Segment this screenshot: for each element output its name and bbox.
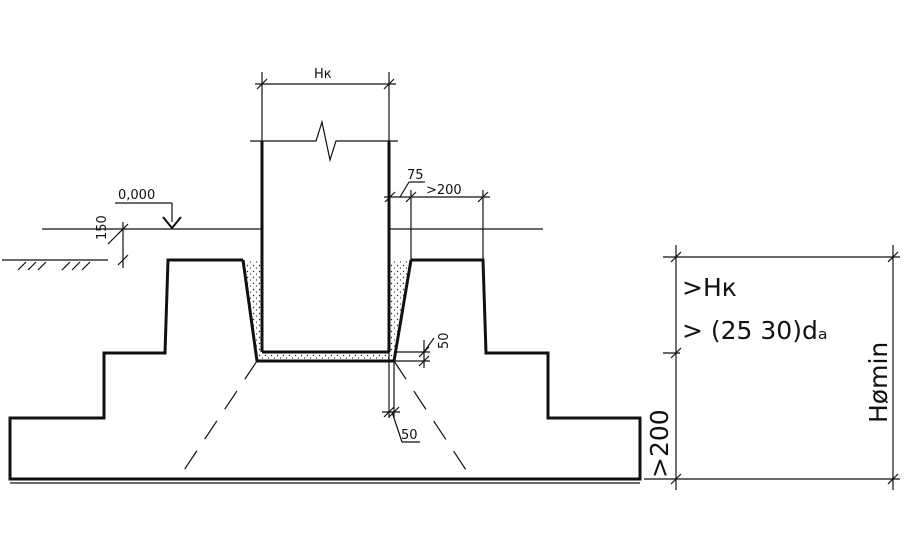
column-break-line xyxy=(250,119,398,163)
dimension-150-label: 150 xyxy=(95,215,110,240)
dimension-75-200 xyxy=(384,181,490,260)
ground-line xyxy=(2,259,108,271)
dimension-75-label: 75 xyxy=(407,168,424,183)
dimension-hk-label: Hк xyxy=(314,67,332,82)
side-hmin-label: Hømin xyxy=(864,342,893,423)
punching-line-left xyxy=(177,360,258,480)
level-marker xyxy=(115,202,182,230)
dimension-hk xyxy=(255,72,396,141)
punching-line-right xyxy=(393,360,473,480)
socket-outline xyxy=(241,259,413,363)
socket-grout xyxy=(243,260,411,361)
side-dimension-frame xyxy=(644,245,900,490)
dimension-50-right-label: 50 xyxy=(437,332,452,349)
dimension-gt200-top-label: >200 xyxy=(426,183,462,198)
stepped-foundation xyxy=(8,258,642,481)
dimension-50-right xyxy=(394,337,435,368)
side-gt200-label: >200 xyxy=(645,409,674,478)
level-label: 0,000 xyxy=(118,188,155,203)
dimension-50-bottom xyxy=(382,352,420,443)
dimension-50-bottom-label: 50 xyxy=(401,428,418,443)
side-hk-label: >Hк xyxy=(682,273,737,302)
dimension-150 xyxy=(107,222,129,268)
side-ratio-label: > (25 30)dₐ xyxy=(682,316,828,345)
